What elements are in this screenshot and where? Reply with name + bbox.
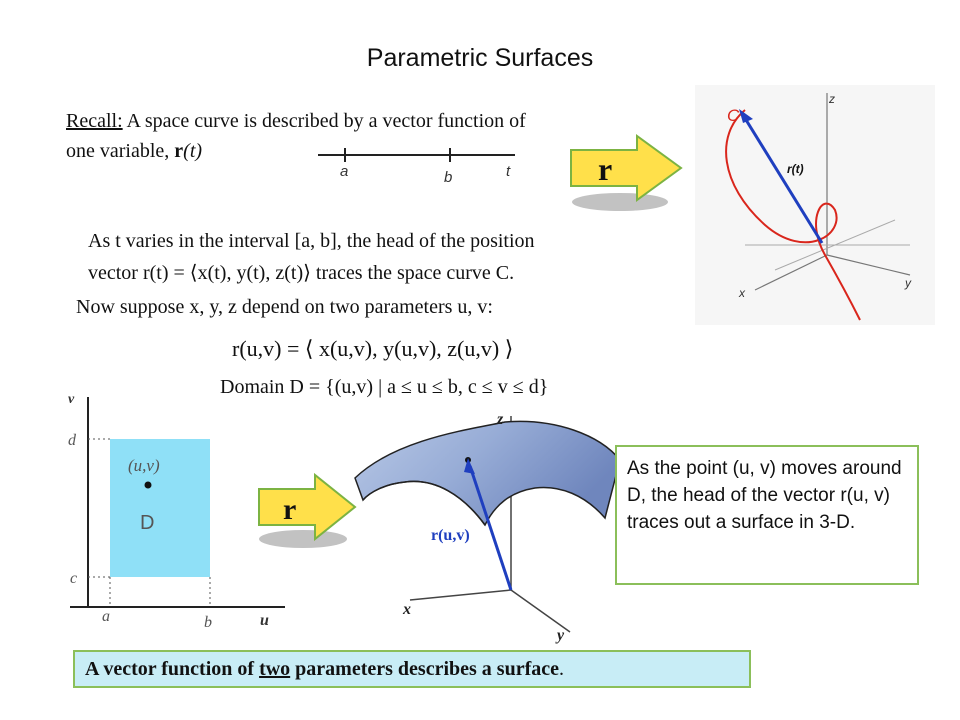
summary-part3: parameters describes a surface [290, 658, 559, 680]
paragraph-space-curve: As t varies in the interval [a, b], the … [88, 225, 698, 289]
summary-part2: two [259, 658, 291, 680]
r-arrow-bottom: r [258, 472, 357, 548]
r-arrow-top-label: r [598, 151, 612, 187]
equation-vector-function: r(u,v) = ⟨ x(u,v), y(u,v), z(u,v) ⟩ [232, 336, 514, 361]
domain-c-label: c [70, 570, 77, 587]
domain-region-label: D [140, 512, 154, 534]
curve-r-label: r(t) [787, 162, 804, 176]
curve-z-label: z [828, 92, 835, 106]
curve-c-label: C [727, 106, 740, 125]
number-line-t: t [506, 163, 511, 180]
domain-u-label: u [260, 612, 269, 629]
domain-v-label: v [68, 392, 75, 407]
surface-plot: z x y r(u,v) [354, 411, 621, 644]
recall-text: Recall: A space curve is described by a … [66, 106, 706, 166]
r-arrow-bottom-label: r [283, 493, 296, 526]
recall-func-arg: (t) [183, 140, 203, 162]
surface-x-label: x [402, 601, 411, 618]
page-title: Parametric Surfaces [366, 44, 594, 72]
r-arrow-top: r [570, 134, 683, 211]
domain-a-label: a [102, 608, 110, 625]
equation-domain: Domain D = {(u,v) | a ≤ u ≤ b, c ≤ v ≤ d… [220, 376, 549, 398]
curve-y-label: y [904, 276, 912, 290]
curve-x-label: x [738, 286, 746, 300]
surface-y-label: y [555, 627, 565, 644]
para1-line2: vector r(t) = ⟨x(t), y(t), z(t)⟩ traces … [88, 262, 515, 284]
surface-r-label: r(u,v) [431, 527, 470, 544]
summary-box: A vector function of two parameters desc… [73, 650, 751, 688]
explanation-box: As the point (u, v) moves around D, the … [615, 445, 919, 585]
summary-part4: . [558, 658, 564, 680]
domain-plot: v u d c a b (u,v) D [68, 392, 285, 631]
domain-d-label: d [68, 432, 77, 449]
recall-line2: one variable, [66, 140, 175, 162]
number-line-a: a [340, 163, 348, 180]
space-curve-plot: C r(t) z x y [695, 85, 935, 325]
recall-func: r [174, 140, 184, 162]
domain-b-label: b [204, 614, 212, 631]
summary-part1: A vector function of [85, 658, 260, 680]
recall-line1: A space curve is described by a vector f… [122, 110, 526, 132]
para1-line1: As t varies in the interval [a, b], the … [88, 230, 535, 252]
domain-point-label: (u,v) [128, 456, 160, 475]
surface-z-label: z [496, 411, 504, 428]
number-line: a b t [318, 148, 515, 186]
paragraph-two-parameters: Now suppose x, y, z depend on two parame… [76, 296, 493, 318]
recall-label: Recall: [66, 110, 123, 132]
number-line-b: b [444, 169, 452, 186]
